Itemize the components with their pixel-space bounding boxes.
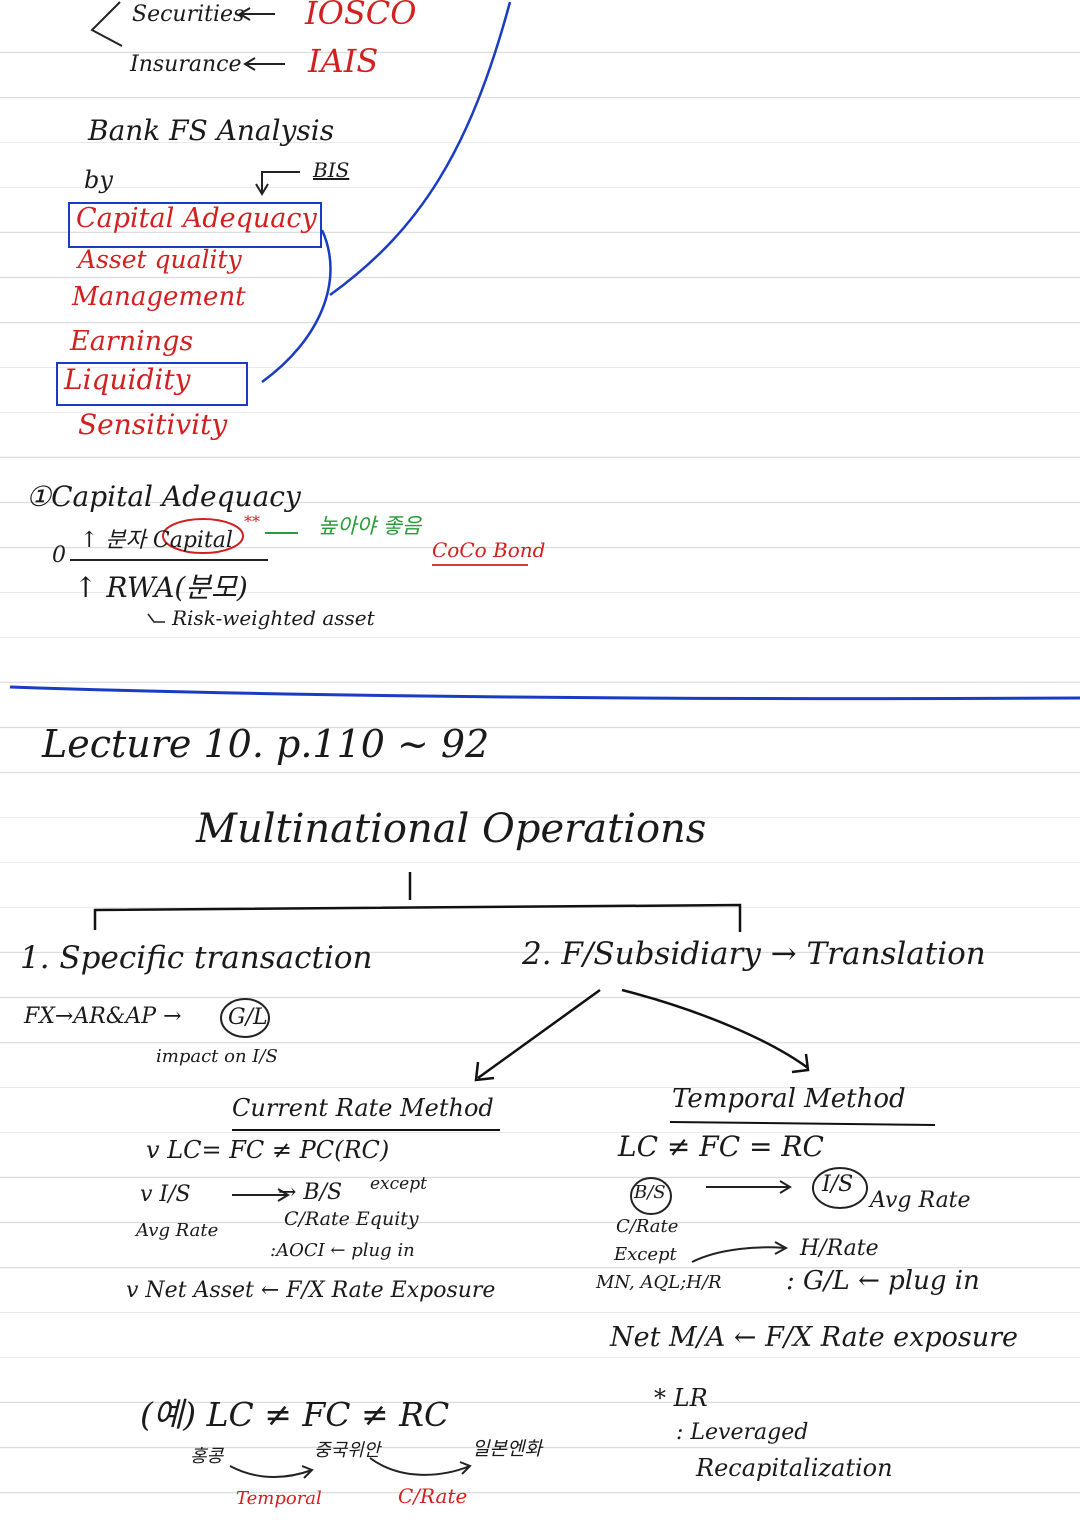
temporal-is-circled: I/S (822, 1172, 854, 1197)
camels-sensitivity: Sensitivity (78, 408, 228, 441)
iais-label: IAIS (308, 42, 379, 80)
crm-bs: → B/S (278, 1180, 343, 1205)
temporal-gl-plug: : G/L ← plug in (786, 1266, 980, 1296)
camels-management: Management (72, 282, 246, 312)
temporal-bs-circled: B/S (634, 1182, 666, 1203)
lr-recapitalization: Recapitalization (696, 1454, 893, 1482)
crm-aoci: :AOCI ← plug in (270, 1240, 415, 1261)
lecture-header: Lecture 10. p.110 ~ 92 (42, 722, 490, 766)
example-line: (예) LC ≠ FC ≠ RC (140, 1395, 450, 1434)
denominator-rwa: ↑ RWA(분모) (74, 571, 248, 604)
lr-leveraged: : Leveraged (676, 1420, 809, 1445)
numerator-capital: ↑ 분자 Capital (80, 528, 233, 553)
bank-fs-title: Bank FS Analysis (88, 114, 335, 147)
iosco-label: IOSCO (305, 0, 417, 32)
camels-capital-adequacy: Capital Adequacy (76, 203, 317, 234)
zero-label: 0 (52, 543, 66, 568)
temporal-crate: C/Rate (616, 1216, 679, 1237)
insurance-label: Insurance (130, 52, 242, 77)
branch-specific-transaction: 1. Specific transaction (20, 940, 373, 976)
temporal-hrate: H/Rate (800, 1236, 879, 1261)
crm-line1: v LC= FC ≠ PC(RC) (146, 1136, 390, 1164)
multinational-title: Multinational Operations (196, 806, 707, 852)
branch-subsidiary-translation: 2. F/Subsidiary → Translation (522, 936, 986, 972)
example-yuan: 중국위안 (314, 1440, 381, 1461)
crm-is: v I/S (140, 1182, 191, 1207)
camels-earnings: Earnings (70, 326, 194, 357)
temporal-mnaq: MN, AQL;H/R (596, 1272, 722, 1293)
securities-label: Securities (132, 2, 245, 27)
rwa-definition: Risk-weighted asset (172, 606, 375, 630)
impact-on-is: impact on I/S (156, 1046, 278, 1067)
temporal-except: Except (614, 1244, 677, 1265)
temporal-net: Net M/A ← F/X Rate exposure (610, 1322, 1019, 1353)
crm-avg-rate: Avg Rate (136, 1220, 219, 1241)
by-label: by (84, 166, 113, 194)
capital-adequacy-heading: ①Capital Adequacy (26, 480, 301, 513)
example-temporal: Temporal (236, 1488, 322, 1509)
bis-label: BIS (313, 158, 350, 182)
example-crate: C/Rate (398, 1484, 468, 1508)
temporal-line1: LC ≠ FC = RC (618, 1130, 824, 1163)
capital-adequacy-box (68, 202, 322, 248)
fx-ar-ap-label: FX→AR&AP → (24, 1004, 182, 1029)
example-yen: 일본엔화 (472, 1438, 542, 1460)
temporal-title: Temporal Method (672, 1084, 906, 1114)
crm-net-asset: v Net Asset ← F/X Rate Exposure (126, 1278, 496, 1303)
camels-liquidity: Liquidity (64, 363, 191, 396)
crm-except: except (370, 1174, 427, 1194)
coco-bond-label: CoCo Bond (432, 538, 546, 562)
higher-better-note: 높아야 좋음 (318, 514, 422, 538)
stars-mark: ** (244, 512, 260, 531)
temporal-avg-rate: Avg Rate (870, 1188, 971, 1213)
crm-title: Current Rate Method (232, 1094, 494, 1122)
crm-crate-equity: C/Rate Equity (284, 1208, 419, 1230)
gl-circled-label: G/L (228, 1005, 268, 1030)
camels-asset-quality: Asset quality (78, 245, 242, 274)
example-hongkong: 홍콩 (190, 1446, 224, 1467)
lr-star: * LR (654, 1384, 708, 1412)
liquidity-box (56, 362, 248, 406)
